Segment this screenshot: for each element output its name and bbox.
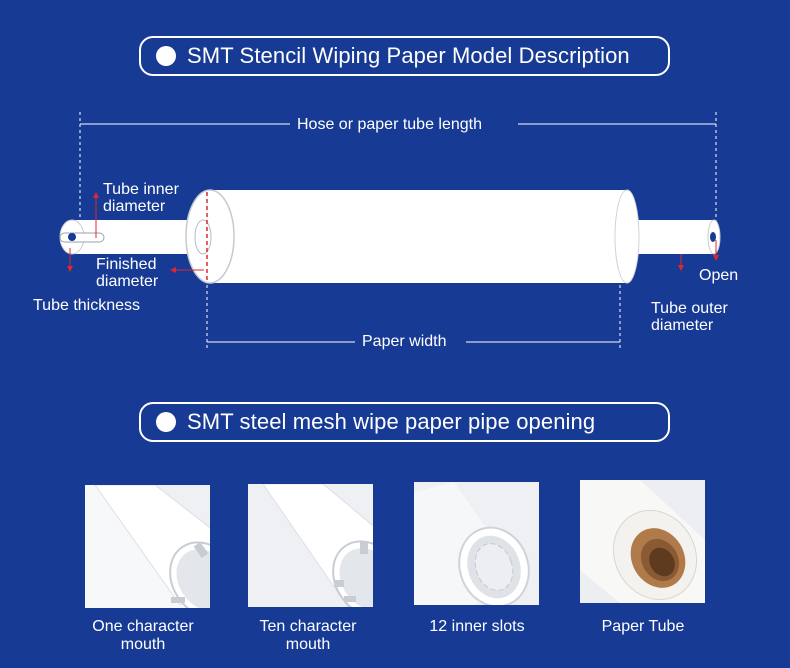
caption-12-inner-slots: 12 inner slots xyxy=(397,618,557,636)
badge-icon xyxy=(156,412,176,432)
left-slot xyxy=(59,232,105,243)
section-banner-pipe-opening: SMT steel mesh wipe paper pipe opening xyxy=(139,402,670,442)
caption-line: 12 inner slots xyxy=(429,618,525,635)
paper-roll xyxy=(207,190,627,283)
open-label: Open xyxy=(699,267,739,284)
tube-thickness-label: Tube thickness xyxy=(33,297,141,314)
caption-line: Ten character xyxy=(259,618,357,635)
inner-slots-tube-photo xyxy=(414,482,539,605)
finished-diameter-label-1: Finished xyxy=(96,256,157,273)
cross-slot-tube-photo xyxy=(248,484,373,607)
finished-diameter-label-2: diameter xyxy=(96,273,159,290)
tube-inner-diameter-label-2: diameter xyxy=(103,198,166,215)
paper-tube-photo xyxy=(580,480,705,603)
badge-icon xyxy=(156,46,176,66)
tube-outer-diameter-label-1: Tube outer xyxy=(651,300,728,317)
caption-ten-character-mouth: Ten character mouth xyxy=(228,618,388,654)
tube-diagram xyxy=(59,112,721,350)
section-banner-model-description: SMT Stencil Wiping Paper Model Descripti… xyxy=(139,36,670,76)
caption-line: One character xyxy=(92,618,194,635)
hose-length-label: Hose or paper tube length xyxy=(297,116,483,133)
caption-line: mouth xyxy=(285,636,331,653)
tube-inner-diameter-label-1: Tube inner xyxy=(103,181,179,198)
one-slot-tube-photo xyxy=(85,485,210,608)
caption-one-character-mouth: One character mouth xyxy=(63,618,223,654)
paper-width-label: Paper width xyxy=(362,333,447,350)
caption-paper-tube: Paper Tube xyxy=(563,618,723,636)
section-title: SMT steel mesh wipe paper pipe opening xyxy=(187,409,596,434)
section-title: SMT Stencil Wiping Paper Model Descripti… xyxy=(187,43,630,68)
caption-line: Paper Tube xyxy=(601,618,685,635)
caption-line: mouth xyxy=(120,636,166,653)
tube-outer-diameter-label-2: diameter xyxy=(651,317,714,334)
